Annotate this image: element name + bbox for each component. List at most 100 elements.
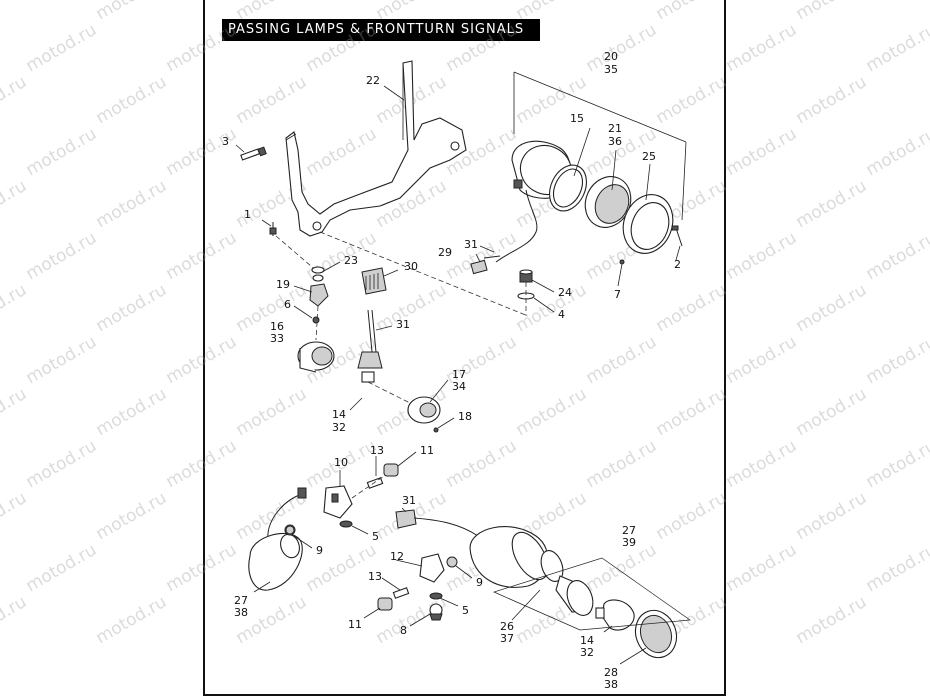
spacer-24: [519, 269, 533, 283]
watermark-text: motod.ru: [23, 124, 101, 180]
watermark-text: motod.ru: [583, 436, 661, 492]
watermark-text: motod.ru: [93, 592, 171, 648]
nut-11-lower: [377, 597, 393, 611]
right-turn-signal-housing: [469, 526, 549, 588]
watermark-text: motod.ru: [513, 280, 591, 336]
watermark-text: motod.ru: [163, 228, 241, 284]
callout-33: 33: [270, 332, 284, 345]
passing-lamp-lens: [584, 176, 632, 228]
callout-38-left: 38: [234, 606, 248, 619]
watermark-text: motod.ru: [0, 176, 30, 232]
watermark-text: motod.ru: [0, 488, 30, 544]
wire-31-mid: [367, 309, 377, 353]
watermark-text: motod.ru: [23, 228, 101, 284]
watermark-text: motod.ru: [723, 228, 801, 284]
watermark-text: motod.ru: [233, 0, 311, 24]
callout-37: 37: [500, 632, 514, 645]
watermark-text: motod.ru: [723, 436, 801, 492]
watermark-text: motod.ru: [793, 592, 871, 648]
callout-27-right: 27: [622, 524, 636, 537]
watermark-text: motod.ru: [0, 384, 30, 440]
callout-2: 2: [674, 258, 681, 271]
watermark-text: motod.ru: [0, 592, 30, 648]
callout-7: 7: [614, 288, 621, 301]
callout-32-middle: 32: [332, 421, 346, 434]
watermark-text: motod.ru: [0, 280, 30, 336]
callout-12: 12: [390, 550, 404, 563]
callout-1: 1: [244, 208, 251, 221]
watermark-text: motod.ru: [793, 72, 871, 128]
watermark-text: motod.ru: [23, 436, 101, 492]
callout-24: 24: [558, 286, 572, 299]
turn-signal-bracket-12: [419, 553, 445, 583]
washer-5-upper: [339, 520, 353, 528]
callout-26: 26: [500, 620, 514, 633]
callout-17: 17: [452, 368, 466, 381]
callout-29: 29: [438, 246, 452, 259]
callout-8: 8: [400, 624, 407, 637]
terminal-31: [483, 255, 501, 259]
callout-22: 22: [366, 74, 380, 87]
trim-ring-25: [622, 194, 674, 254]
watermark-text: motod.ru: [373, 0, 451, 24]
callout-27-left: 27: [234, 594, 248, 607]
watermark-text: motod.ru: [163, 124, 241, 180]
watermark-text: motod.ru: [863, 540, 930, 596]
watermark-text: motod.ru: [163, 436, 241, 492]
clamp-16-33: [297, 341, 335, 373]
callout-31-upper: 31: [464, 238, 478, 251]
watermark-text: motod.ru: [793, 384, 871, 440]
watermark-text: motod.ru: [793, 280, 871, 336]
turn-signal-lens-28-38: [634, 609, 678, 659]
watermark-text: motod.ru: [653, 488, 731, 544]
watermark-text: motod.ru: [233, 384, 311, 440]
stud-13-upper: [366, 477, 384, 489]
callout-9-left: 9: [316, 544, 323, 557]
watermark-text: motod.ru: [443, 436, 521, 492]
watermark-text: motod.ru: [863, 124, 930, 180]
bulb-socket-26-37: [540, 550, 594, 616]
watermark-text: motod.ru: [863, 228, 930, 284]
callout-11-lower: 11: [348, 618, 362, 631]
watermark-text: motod.ru: [303, 20, 381, 76]
callout-32-lower: 32: [580, 646, 594, 659]
watermark-text: motod.ru: [163, 332, 241, 388]
watermark-text: motod.ru: [443, 228, 521, 284]
watermark-text: motod.ru: [23, 332, 101, 388]
watermark-text: motod.ru: [653, 72, 731, 128]
watermark-text: motod.ru: [793, 0, 871, 24]
watermark-text: motod.ru: [863, 20, 930, 76]
callout-13-upper: 13: [370, 444, 384, 457]
nut-9-right: [446, 556, 458, 568]
screw-1: [269, 222, 277, 236]
watermark-text: motod.ru: [723, 20, 801, 76]
bulb-14-32: [595, 599, 635, 631]
callout-16: 16: [270, 320, 284, 333]
callout-36: 36: [608, 135, 622, 148]
cover-17-34: [407, 396, 441, 424]
watermark-text: motod.ru: [653, 0, 731, 24]
watermark-text: motod.ru: [0, 0, 30, 24]
screw-2: [671, 225, 683, 247]
watermark-text: motod.ru: [513, 384, 591, 440]
callout-3: 3: [222, 135, 229, 148]
watermark-text: motod.ru: [863, 332, 930, 388]
callout-10: 10: [334, 456, 348, 469]
watermark-text: motod.ru: [513, 0, 591, 24]
turn-signal-bracket-10: [323, 485, 353, 519]
callout-28: 28: [604, 666, 618, 679]
watermark-text: motod.ru: [93, 0, 171, 24]
watermark-text: motod.ru: [303, 124, 381, 180]
diagram-title: PASSING LAMPS & FRONTTURN SIGNALS: [222, 19, 540, 41]
watermark-text: motod.ru: [583, 332, 661, 388]
callout-34: 34: [452, 380, 466, 393]
callout-13-lower: 13: [368, 570, 382, 583]
watermark-text: motod.ru: [93, 176, 171, 232]
clamp-19: [309, 283, 329, 307]
watermark-text: motod.ru: [723, 540, 801, 596]
watermark-text: motod.ru: [93, 280, 171, 336]
nut-6: [312, 316, 320, 324]
callout-31-middle: 31: [396, 318, 410, 331]
left-turn-signal: [248, 487, 307, 591]
